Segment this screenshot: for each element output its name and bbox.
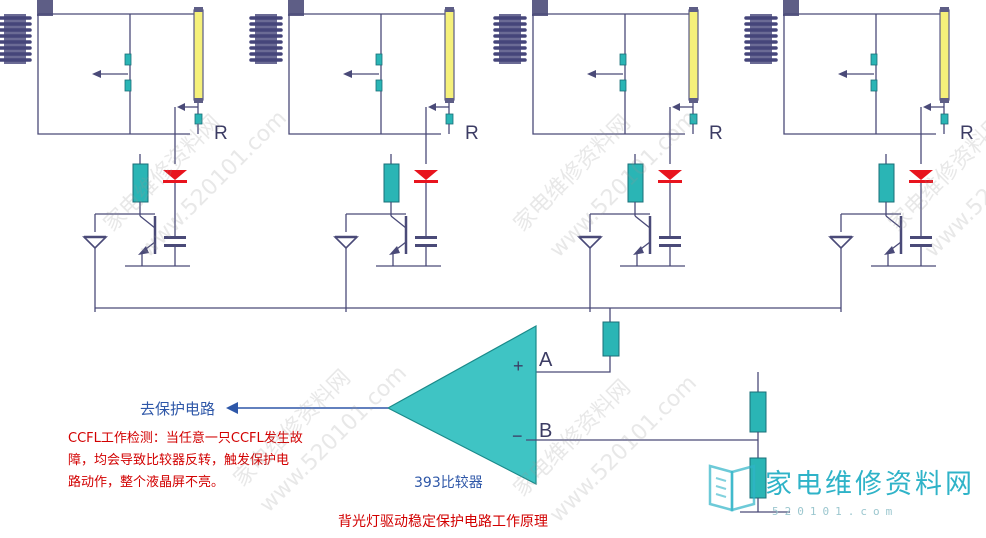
book-logo-icon [708, 464, 756, 512]
diagram-caption: 背光灯驱动稳定保护电路工作原理 [338, 514, 548, 530]
explanation-note: CCFL工作检测：当任意一只CCFL发生故 障，均会导致比较器反转，触发保护电 … [68, 428, 303, 494]
stage-4-r-label: R [960, 123, 974, 144]
site-logo-url: 520101.com [772, 505, 899, 518]
stage-2-r-label: R [465, 123, 479, 144]
pin-a-label: A [539, 349, 553, 371]
comparator-name: 393比较器 [414, 475, 483, 491]
input-resistor [602, 321, 620, 357]
comparator-393 [386, 324, 537, 485]
pin-b-label: B [539, 420, 553, 442]
ccfl-stage-2 [249, 0, 456, 314]
note-line-3: 路动作，整个液晶屏不亮。 [68, 475, 225, 490]
note-line-1: CCFL工作检测：当任意一只CCFL发生故 [68, 431, 303, 446]
comparator-minus-sign: − [512, 426, 523, 446]
comparator-plus-sign: + [513, 356, 524, 376]
note-line-2: 障，均会导致比较器反转，触发保护电 [68, 453, 290, 468]
divider-resistor-top [749, 391, 767, 433]
stage-3-r-label: R [709, 123, 723, 144]
stage-1-r-label: R [214, 123, 228, 144]
output-label: 去保护电路 [140, 400, 216, 418]
ccfl-stage-4 [744, 0, 951, 314]
site-logo-text: 家电维修资料网 [765, 469, 975, 500]
